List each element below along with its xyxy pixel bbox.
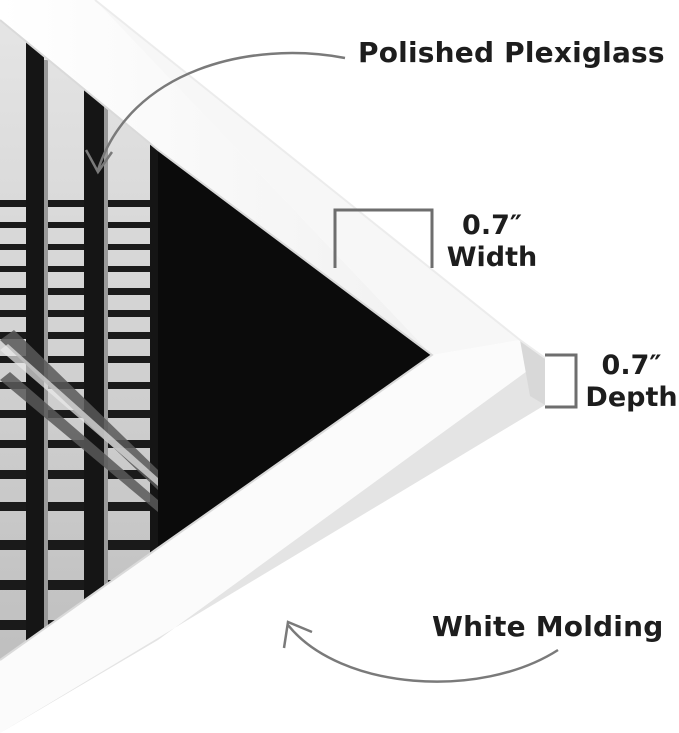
depth-label: Depth (585, 382, 678, 413)
white-frame-molding (0, 0, 546, 733)
depth-value: 0.7″ (601, 350, 662, 381)
width-value: 0.7″ (462, 210, 522, 241)
width-dimension: 0.7″ Width (440, 210, 544, 274)
width-label: Width (446, 242, 538, 273)
depth-bracket (545, 353, 578, 409)
plexiglass-label: Polished Plexiglass (358, 36, 665, 69)
curved-arrow-down-left-icon (84, 51, 346, 175)
curved-arrow-up-left-icon (282, 620, 559, 683)
width-bracket (333, 208, 434, 268)
depth-dimension: 0.7″ Depth (584, 350, 679, 414)
molding-label: White Molding (432, 610, 664, 643)
